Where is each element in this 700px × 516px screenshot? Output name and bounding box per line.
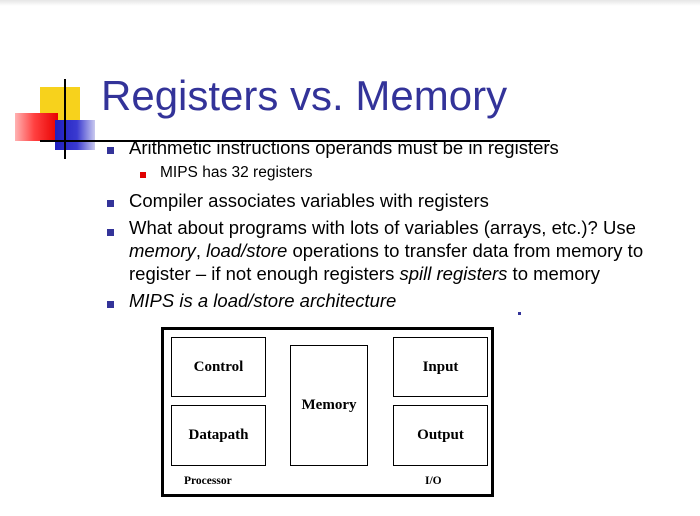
bullet-text-line: memory, load/store operations to transfe… — [129, 239, 643, 262]
datapath-box: Datapath — [171, 405, 266, 466]
bullet-text-segment: What about programs with lots of variabl… — [129, 217, 636, 238]
title-underline — [40, 140, 550, 142]
logo-blue-square — [55, 120, 95, 150]
emphasis-text: memory — [129, 240, 196, 261]
computer-diagram: Control Datapath Memory Input Output Pro… — [161, 327, 494, 497]
datapath-label: Datapath — [188, 427, 249, 443]
bullet-marker — [107, 147, 114, 154]
io-label: I/O — [425, 475, 442, 487]
emphasis-text: load/store — [206, 240, 288, 261]
input-box: Input — [393, 337, 488, 397]
bullet-marker — [107, 229, 114, 236]
bullet-text-segment: to memory — [507, 263, 600, 284]
bullet-text-segment: register – if not enough registers — [129, 263, 400, 284]
bullet-marker — [107, 200, 114, 207]
output-box: Output — [393, 405, 488, 466]
bullet-text-segment: , — [195, 240, 207, 261]
control-box: Control — [171, 337, 266, 397]
bullet-text: MIPS is a load/store architecture — [129, 290, 397, 311]
slide-top-shadow — [0, 0, 700, 6]
logo-red-square — [15, 113, 58, 141]
bullet-marker — [107, 301, 114, 308]
bullet-text: Arithmetic instructions operands must be… — [129, 137, 559, 158]
sub-bullet-text: MIPS has 32 registers — [160, 164, 313, 181]
logo-vertical-line — [64, 79, 66, 159]
output-label: Output — [417, 427, 464, 443]
bullet-text-line: register – if not enough registers spill… — [129, 262, 600, 285]
emphasis-text: spill registers — [399, 263, 508, 284]
input-label: Input — [422, 358, 459, 375]
processor-label: Processor — [184, 475, 232, 487]
control-label: Control — [193, 358, 244, 375]
bullet-text: Compiler associates variables with regis… — [129, 190, 489, 211]
memory-label: Memory — [301, 397, 357, 413]
sub-bullet-marker — [140, 172, 146, 178]
bullet-text-segment: operations to transfer data from memory … — [287, 240, 644, 261]
memory-box: Memory — [290, 345, 368, 466]
bullet-text-line: What about programs with lots of variabl… — [129, 216, 636, 239]
slide-title: Registers vs. Memory — [101, 72, 508, 119]
stray-dot — [518, 312, 521, 315]
